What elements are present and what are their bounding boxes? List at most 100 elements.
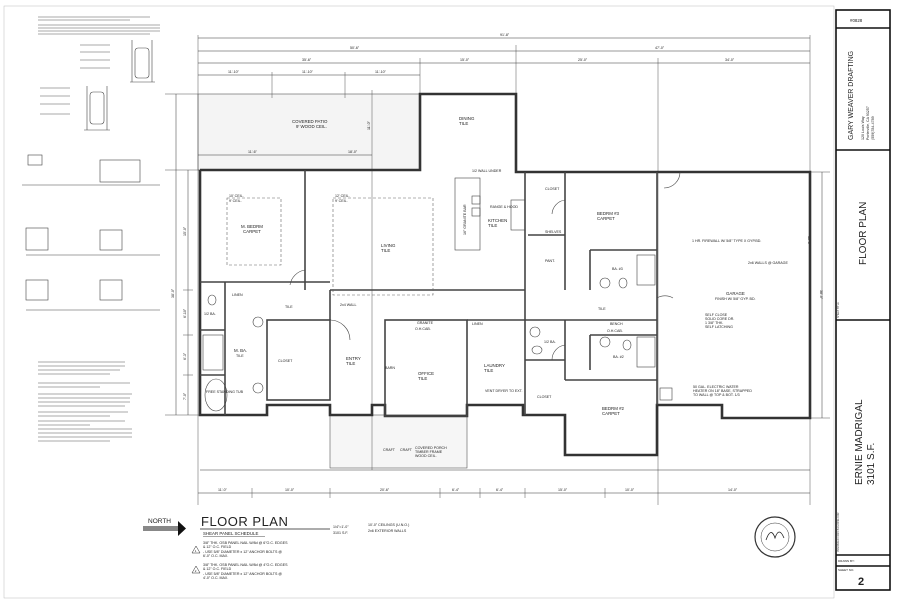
toilet xyxy=(618,277,628,289)
plan-title: FLOOR PLAN xyxy=(201,514,288,529)
shower xyxy=(636,336,656,368)
dim-patio: 11'-0" xyxy=(367,120,371,130)
label-office: OFFICE xyxy=(418,371,434,376)
dim-right-overall: 38'-0" xyxy=(819,290,823,300)
label-water-heater: HEATER ON 18" BASE, STRAPPED xyxy=(693,389,752,393)
label-hall-tile: TILE xyxy=(598,307,606,311)
label-tile: TILE xyxy=(285,305,293,309)
schedule-line: - USE 5/8" DIAMETER x 12" ANCHOR BOLTS @ xyxy=(203,550,282,554)
sheet-border xyxy=(3,5,835,599)
label-ceiling: 10' CEIL. xyxy=(229,194,244,198)
dim-bottom: 14'-0" xyxy=(728,488,738,492)
doors xyxy=(289,171,681,361)
interior-walls xyxy=(200,170,658,417)
schedule-mark: 2 xyxy=(195,569,197,573)
sheet-title: FLOOR PLAN xyxy=(858,202,869,265)
label-porch: TIMBER FRAME xyxy=(415,450,443,454)
dim-top: 50'-6" xyxy=(350,46,360,50)
schedule-mark: 1 xyxy=(195,549,197,553)
drawn-by-label: DRAWN BY: xyxy=(838,559,855,563)
label-bedroom-3-sub: CARPET xyxy=(597,216,615,221)
left-details xyxy=(22,16,160,442)
label-bar: 16" GRANITE BAR xyxy=(463,204,467,235)
label-porch: WOOD CEIL. xyxy=(415,454,437,458)
sink xyxy=(599,336,611,348)
dim-top: 11'-10" xyxy=(228,70,240,74)
schedule-line: & 12" O.C. FIELD xyxy=(203,545,232,549)
label-bath-3: BA. #3 xyxy=(612,267,623,271)
label-patio-sub: 9' WOOD CEIL. xyxy=(296,124,327,129)
address-line-2: Porterville, CA 93257 xyxy=(866,106,870,140)
job-number: #0828 xyxy=(850,18,863,23)
label-barn-door: BARN xyxy=(385,366,395,370)
label-linen: LINEN xyxy=(232,293,243,297)
company-name: GARY WEAVER DRAFTING xyxy=(848,51,855,140)
kitchen-island xyxy=(454,177,526,251)
water-heater-detail-1 xyxy=(80,40,155,83)
label-craft: CRAFT xyxy=(383,448,396,452)
dim-bottom: 11'-0" xyxy=(218,488,228,492)
label-door-note: SELF LATCHING xyxy=(705,325,733,329)
room-labels: COVERED PATIO 9' WOOD CEIL. DINING TILE … xyxy=(204,116,788,458)
label-granite: GRANITE xyxy=(417,321,434,325)
label-half-bath: 1/2 BA. xyxy=(544,340,556,344)
plan-title-block: NORTH FLOOR PLAN 1/4"=1'-0" 3101 S.F. 10… xyxy=(143,514,409,580)
dim-bottom: 6'-4" xyxy=(452,488,460,492)
general-notes xyxy=(38,361,132,442)
dim-top: 34'-0" xyxy=(725,58,735,62)
label-firewall: 1 HR. FIREWALL W/ 5/8" TYPE X GYP.BD. xyxy=(692,239,761,243)
sheet-no-label: SHEET NO. xyxy=(838,568,854,572)
label-wall: 2x4 WALL xyxy=(340,303,356,307)
label-range: RANGE & HOOD xyxy=(490,205,518,209)
water-heater-detail-2 xyxy=(40,86,110,131)
sheet-number: 2 xyxy=(858,576,864,588)
sink xyxy=(252,316,264,328)
toilet xyxy=(531,345,543,355)
label-entry: ENTRY xyxy=(346,356,361,361)
label-door-note: 1 3/8" THK. xyxy=(705,321,723,325)
north-arrow: NORTH xyxy=(143,518,186,536)
dim-patio: 18'-0" xyxy=(348,150,358,154)
dim-bottom: 15'-0" xyxy=(558,488,568,492)
label-pantry: PANT. xyxy=(545,259,555,263)
water-heater xyxy=(659,387,673,401)
label-bedroom-2: BEDRM #2 xyxy=(602,406,625,411)
sheet-title-label: SHEET TITLE xyxy=(837,302,840,318)
toilet xyxy=(622,339,632,351)
label-water-heater: 50 GAL. ELECTRIC WATER xyxy=(693,385,739,389)
exterior-walls xyxy=(198,92,812,457)
shower-detail xyxy=(25,227,160,256)
client-name: ERNIE MADRIGAL xyxy=(854,399,865,485)
label-kitchen: KITCHEN xyxy=(488,218,507,223)
toilet-detail xyxy=(22,154,160,186)
label-laundry-sub: TILE xyxy=(484,368,493,373)
dim-bottom: 10'-0" xyxy=(625,488,635,492)
label-master-sub: CARPET xyxy=(243,229,261,234)
plan-area: 3101 S.F. xyxy=(333,531,348,535)
shower xyxy=(636,254,656,286)
label-master-bath: M. BA. xyxy=(234,348,247,353)
label-vent: VENT DRYER TO EXT. xyxy=(485,389,523,393)
dim-left-overall: 38'-0" xyxy=(171,288,175,298)
bathtub-detail xyxy=(25,279,160,311)
schedule-item: 1 3/8" THK. OSB PANEL NAIL W/8d @ 6"O.C.… xyxy=(191,541,288,558)
label-tub: FREE STANDING TUB xyxy=(206,390,244,394)
sink xyxy=(599,277,611,289)
label-cabinet: O.H.CAB. xyxy=(607,329,623,333)
ceiling-outlines xyxy=(226,197,434,296)
label-garage: GARAGE xyxy=(726,291,745,296)
schedule-line: 3/8" THK. OSB PANEL NAIL W/8d @ 6"O.C. E… xyxy=(203,541,288,545)
label-half-wall: 1/2 WALL UNDER xyxy=(472,169,502,173)
schedule-line: 3/8" THK. OSB PANEL NAIL W/8d @ 4"O.C. E… xyxy=(203,563,288,567)
label-cabinet: O.H.CAB. xyxy=(415,327,431,331)
covered-patio xyxy=(197,93,421,171)
dim-top-overall: 91'-8" xyxy=(500,33,510,37)
water-heater-notes xyxy=(38,16,160,35)
engineer-stamp xyxy=(754,516,796,558)
label-dining-sub: TILE xyxy=(459,121,468,126)
schedule-title: SHEAR PANEL SCHEDULE xyxy=(203,531,258,536)
fixtures xyxy=(202,254,673,412)
label-bath-2: BA. #2 xyxy=(613,355,624,359)
label-garage-sub: FINISH W/ 5/8" GYP. BD. xyxy=(715,297,756,301)
